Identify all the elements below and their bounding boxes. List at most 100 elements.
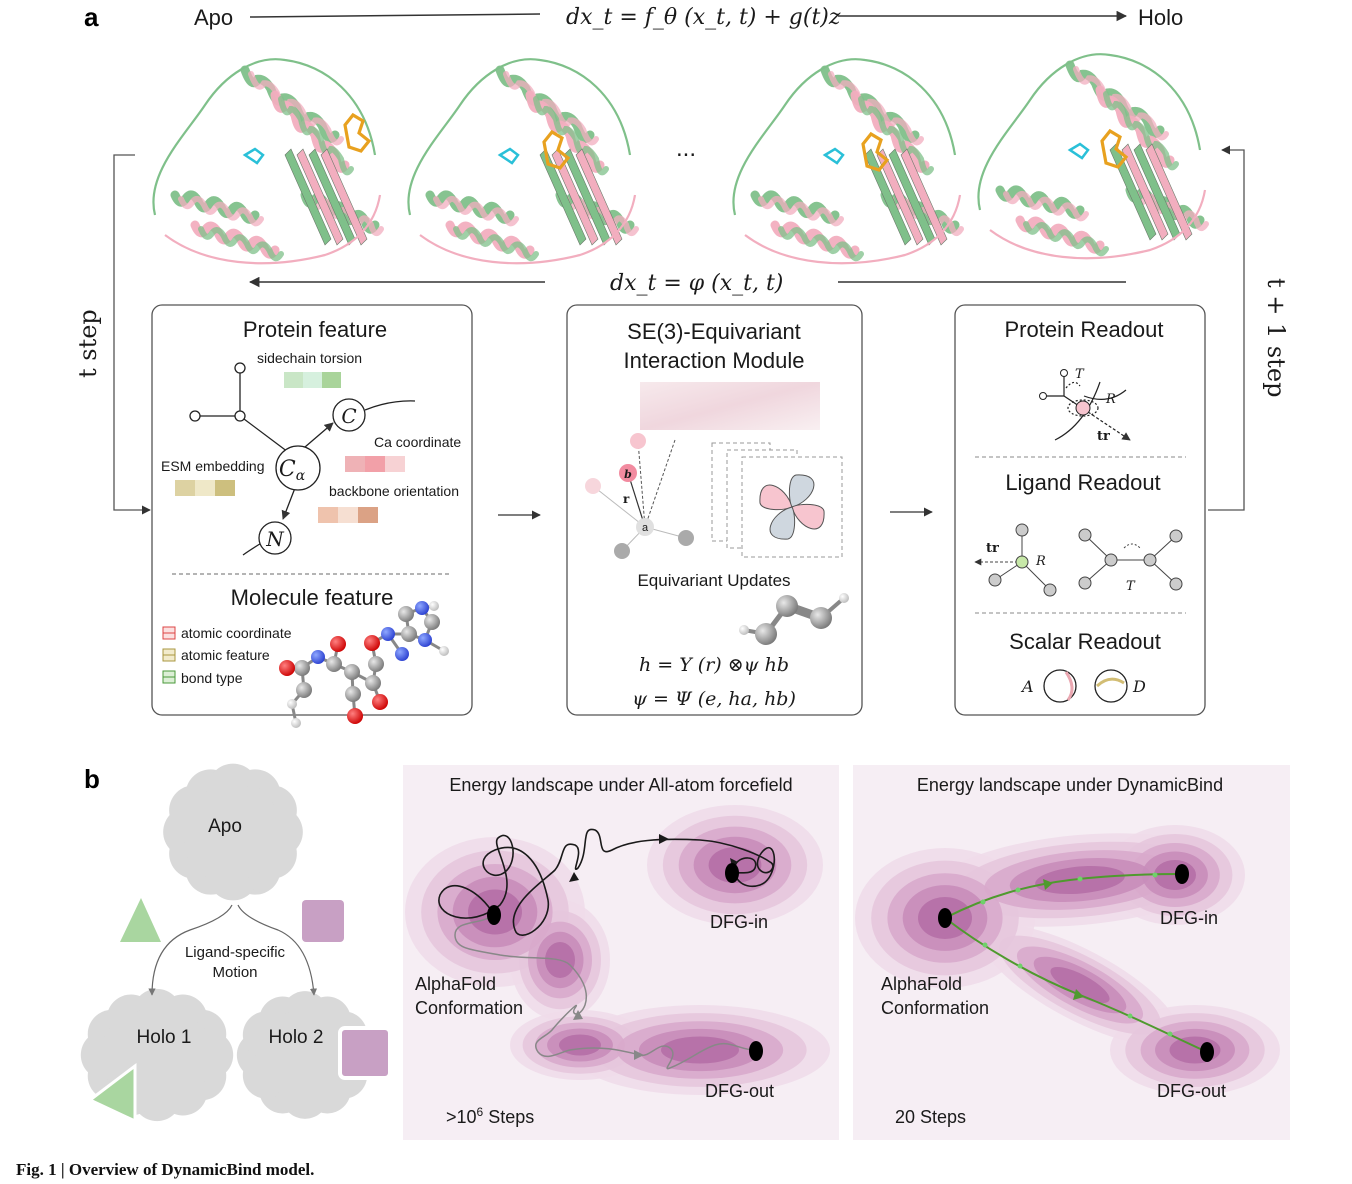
ligand-ball-and-stick (279, 601, 449, 728)
ligand-readout-T: T (1126, 579, 1136, 594)
protein-structure-3 (732, 58, 964, 265)
sidechain-node-mid (234, 410, 246, 422)
spherical-harmonic-stack (711, 442, 843, 558)
dynamicbind-path-markers (980, 872, 1173, 1037)
ligand-readout-glyph (974, 523, 1183, 597)
dynamicbind-arrowhead-1 (1043, 879, 1053, 890)
backbone-orientation-swatch (318, 507, 378, 523)
molecule-legend-feature: atomic feature (181, 647, 270, 663)
double-bond-molecule (739, 593, 849, 645)
molecule-legend-coordinate: atomic coordinate (181, 625, 292, 641)
scalar-readout-D: D (1132, 677, 1146, 696)
right-dfg-in-label: DFG-in (1160, 908, 1218, 928)
sidechain-torsion-label: sidechain torsion (257, 350, 362, 366)
alphafold-minimum-right (938, 908, 952, 928)
bound-square-icon (338, 1026, 392, 1080)
protein-surface-patch (640, 382, 820, 430)
cloud-holo1-label: Holo 1 (137, 1027, 192, 1048)
node-b-label: b (624, 468, 632, 481)
equivariant-graph (585, 433, 694, 559)
ligand-square-icon (302, 900, 344, 942)
protein-structures-row (152, 53, 1209, 265)
sidechain-node-left (189, 410, 201, 422)
scalar-readout-A: A (1020, 677, 1034, 696)
dfg-in-minimum-right (1175, 864, 1189, 884)
n-atom-label: N (265, 527, 285, 551)
trajectory-arrowhead-1 (569, 872, 579, 882)
distance-arc (1095, 677, 1125, 688)
update-equation-h: h = Y (r) ⊗ψ hb (639, 654, 789, 676)
allatom-trajectory-black (438, 828, 776, 936)
motion-label-line1: Ligand-specific (185, 944, 286, 961)
sidechain-torsion-swatch (284, 372, 341, 388)
t-step-loop-arrow (113, 154, 151, 515)
scalar-readout-title: Scalar Readout (1009, 629, 1161, 654)
dfg-out-minimum-left (749, 1041, 763, 1061)
protein-readout-left-node (1039, 392, 1047, 400)
ligand-triangle-icon (120, 898, 161, 942)
protein-readout-top-node (1060, 369, 1068, 377)
cloud-holo2-label: Holo 2 (269, 1027, 324, 1048)
landscape-right-title: Energy landscape under DynamicBind (917, 775, 1223, 795)
molecule-legend-icon-feature (162, 648, 176, 662)
trajectory-arrowhead-4 (573, 1010, 583, 1020)
interaction-title-line1: SE(3)-Equivariant (627, 319, 801, 344)
bound-triangle-icon (87, 1062, 137, 1124)
protein-feature-title: Protein feature (243, 317, 387, 342)
protein-readout-ca-node (1075, 400, 1091, 416)
dynamicbind-arrowhead-2 (1073, 989, 1084, 1000)
t1-step-loop-arrow (1208, 145, 1245, 511)
c-atom-label: C (341, 404, 356, 428)
protein-structure-2 (407, 58, 639, 265)
affinity-arc (1064, 671, 1074, 701)
trajectory-arrowhead-5 (634, 1050, 644, 1060)
apo-cloud (163, 763, 303, 901)
alphafold-minimum-left (487, 905, 501, 925)
motion-label-line2: Motion (212, 964, 257, 981)
left-steps-label: >106 Steps (446, 1105, 534, 1127)
reverse-ode-equation: dx_t = φ (x_t, t) (610, 271, 783, 296)
c-atom-node (332, 398, 366, 432)
forward-arrow-left-line (249, 13, 541, 18)
protein-readout-T: T (1075, 367, 1085, 382)
distance-glyph (1094, 669, 1128, 703)
trajectory-arrowhead-2 (659, 834, 669, 844)
allatom-trajectory-gray (454, 914, 756, 1070)
molecule-legend-icon-coordinate (162, 626, 176, 640)
ligand-readout-title: Ligand Readout (1005, 470, 1160, 495)
ligand-readout-R: R (1035, 554, 1046, 569)
motion-arrow-left (148, 904, 233, 996)
t-step-label: t step (74, 309, 102, 378)
feature-box (151, 304, 473, 716)
protein-structure-4 (977, 53, 1209, 260)
forward-sde-equation: dx_t = f_θ (x_t, t) + g(t)z (566, 5, 841, 30)
sidechain-node-top (234, 362, 246, 374)
landscape-allatom (403, 765, 839, 1140)
backbone-orientation-label: backbone orientation (329, 483, 459, 499)
left-alphafold-label-line1: AlphaFold (415, 974, 496, 994)
ellipsis: ... (676, 135, 696, 162)
protein-readout-tr: tr (1097, 429, 1110, 444)
dfg-in-minimum-left (725, 863, 739, 883)
protein-readout-title: Protein Readout (1005, 317, 1164, 342)
n-atom-node (258, 521, 292, 555)
t1-step-label: t + 1 step (1262, 278, 1290, 397)
protein-structure-1 (152, 58, 384, 265)
figure-caption: Fig. 1 | Overview of DynamicBind model. (16, 1160, 315, 1179)
panel-a-letter: a (84, 2, 99, 32)
protein-readout-R: R (1105, 392, 1116, 407)
ca-atom-node (275, 445, 321, 491)
cloud-apo-label: Apo (208, 816, 242, 837)
ca-coordinate-swatch (345, 456, 405, 472)
update-equation-psi: ψ = Ψ (e, ha, hb) (632, 688, 796, 710)
molecule-legend-icon-bond (162, 670, 176, 684)
ca-atom-label: Cα (279, 457, 306, 484)
node-a-label: a (642, 522, 649, 534)
molecule-legend-bond: bond type (181, 670, 243, 686)
dfg-out-minimum-right (1200, 1042, 1214, 1062)
molecule-feature-title: Molecule feature (231, 585, 394, 610)
esm-embedding-swatch (175, 480, 235, 496)
residue-graph (195, 368, 416, 556)
holo-label: Holo (1138, 5, 1183, 30)
vector-r-label: r (623, 492, 630, 506)
